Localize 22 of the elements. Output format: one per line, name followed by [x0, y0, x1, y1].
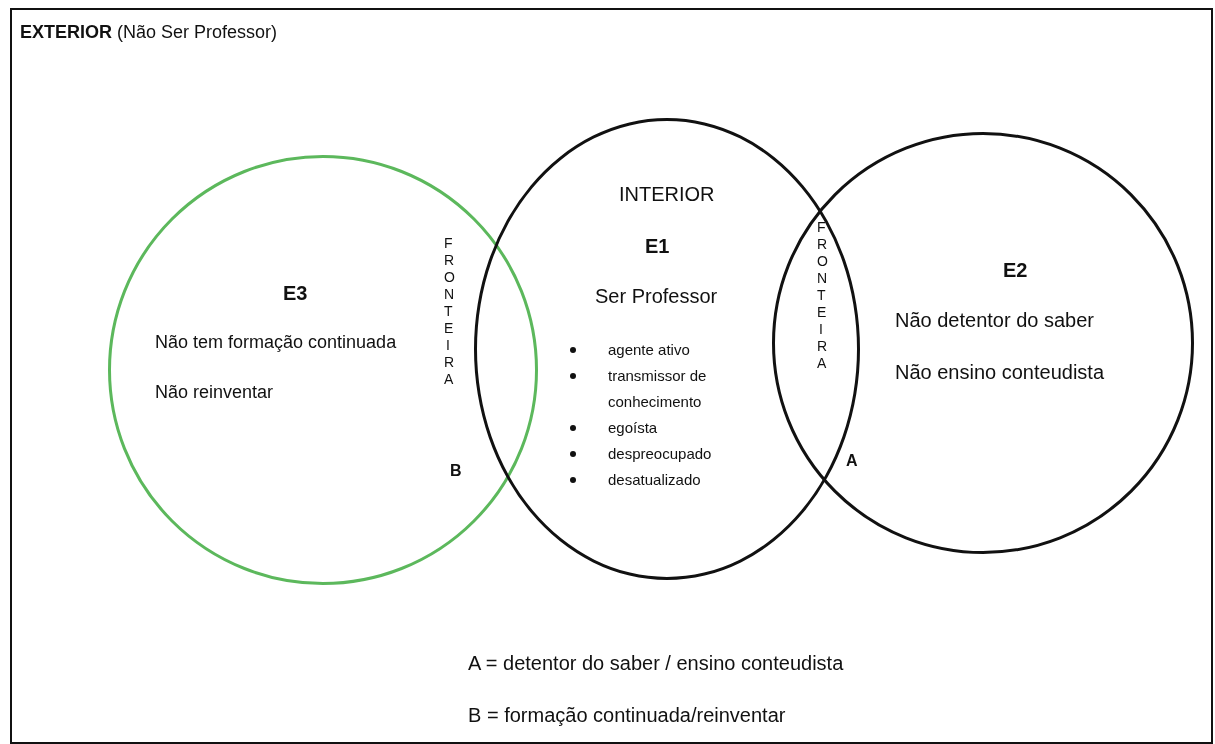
- bullet-item: egoísta: [608, 418, 659, 438]
- key-text: B = formação continuada/reinventar: [468, 704, 786, 727]
- region-text: Ser Professor: [595, 285, 718, 308]
- region-heading: E2: [1003, 259, 1028, 282]
- circle-region: [474, 118, 860, 580]
- region-text: INTERIOR: [619, 183, 715, 206]
- region-text: EXTERIOR (Não Ser Professor): [20, 22, 278, 43]
- region-text: Não ensino conteudista: [895, 361, 1105, 384]
- key-text: A = detentor do saber / ensino conteudista: [468, 652, 844, 675]
- bullet-item: agente ativo: [608, 340, 691, 360]
- region-heading: E3: [283, 282, 308, 305]
- bullet-item: desatualizado: [608, 470, 702, 490]
- boundary-letter: B: [450, 462, 462, 480]
- bullet-item: despreocupado: [608, 444, 713, 464]
- circle-region: [772, 132, 1194, 554]
- region-text: Não tem formação continuada: [155, 332, 397, 353]
- boundary-letter: A: [846, 452, 858, 470]
- region-text: Não detentor do saber: [895, 309, 1095, 332]
- frame-box: [10, 8, 1213, 744]
- circle-region: [108, 155, 538, 585]
- region-text: Não reinventar: [155, 382, 274, 403]
- region-heading: E1: [645, 235, 670, 258]
